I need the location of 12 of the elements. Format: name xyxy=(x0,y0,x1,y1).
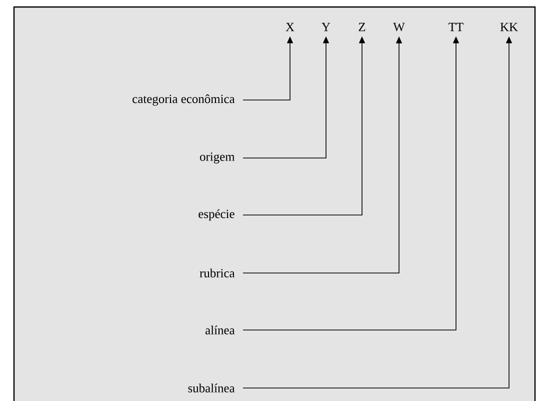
label-text: rubrica xyxy=(200,268,235,278)
code-letter: W xyxy=(393,22,405,32)
label-text: subalínea xyxy=(188,384,235,392)
code-letter: Y xyxy=(322,22,330,32)
label-text: origem xyxy=(200,152,235,164)
code-letter: KK xyxy=(500,22,518,32)
code-letter: TT xyxy=(448,22,464,32)
label-text: espécie xyxy=(198,209,234,221)
code-letter: Z xyxy=(358,22,366,32)
code-letter: X xyxy=(286,22,294,32)
label-text: categoria econômica xyxy=(132,94,235,106)
label-text: alínea xyxy=(206,326,235,334)
